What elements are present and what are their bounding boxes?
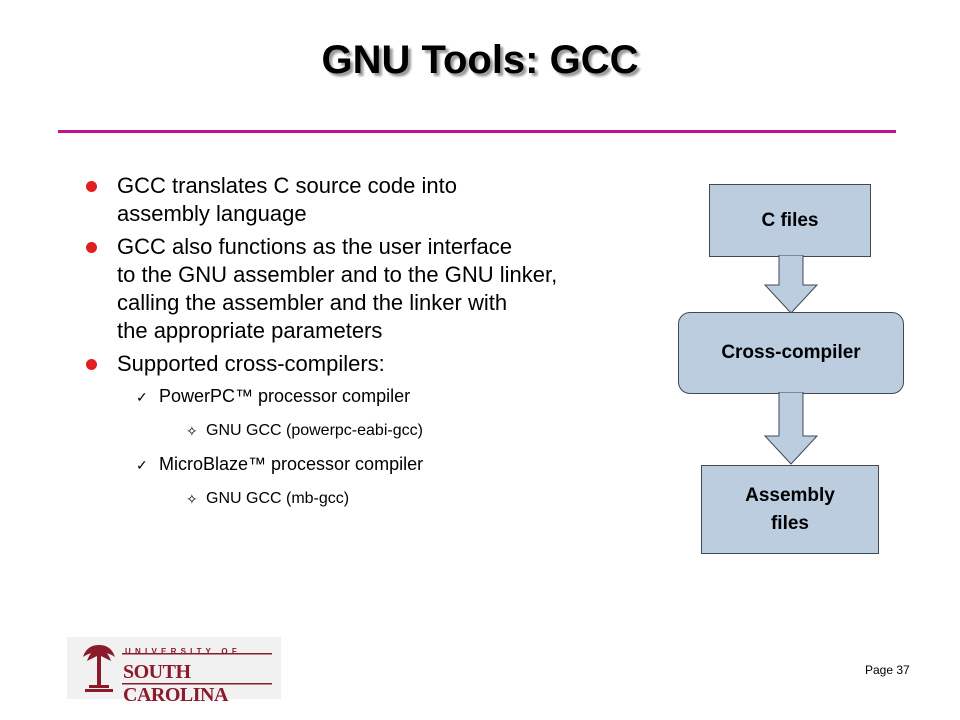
- c-files-box: C files: [709, 184, 871, 257]
- down-arrow-icon: [763, 255, 819, 314]
- checkmark-icon: ✓: [136, 457, 148, 473]
- sub-sub-bullet-text: GNU GCC (mb-gcc): [206, 490, 350, 507]
- sub-bullet-text: PowerPC™ processor compiler: [159, 386, 411, 406]
- palmetto-seal-icon: [83, 645, 272, 692]
- sub-bullet-item: ✓ PowerPC™ processor compiler: [86, 384, 686, 408]
- cross-compiler-box: Cross-compiler: [678, 312, 904, 394]
- sub-sub-bullet-item: ✧ GNU GCC (mb-gcc): [86, 488, 686, 510]
- bullet-item: GCC translates C source code into assemb…: [86, 172, 686, 228]
- bullet-text: GCC also functions as the user interface…: [117, 234, 558, 343]
- sub-sub-bullet-text: GNU GCC (powerpc-eabi-gcc): [206, 422, 423, 439]
- assembly-files-box: Assembly files: [701, 465, 879, 554]
- logo-line-2: SOUTH CAROLINA: [123, 661, 228, 706]
- bullet-dot-icon: [86, 242, 97, 253]
- bullet-list: GCC translates C source code into assemb…: [86, 172, 686, 520]
- star-bullet-icon: ✧: [186, 491, 198, 507]
- bullet-dot-icon: [86, 359, 97, 370]
- logo-line-1: U N I V E R S I T Y O F: [125, 647, 238, 656]
- bullet-item: Supported cross-compilers:: [86, 350, 686, 378]
- star-bullet-icon: ✧: [186, 423, 198, 439]
- checkmark-icon: ✓: [136, 389, 148, 405]
- page-number: Page 37: [865, 663, 910, 677]
- slide-title: GNU Tools: GCC: [321, 38, 639, 82]
- sub-sub-bullet-item: ✧ GNU GCC (powerpc-eabi-gcc): [86, 420, 686, 442]
- title-divider: [58, 130, 896, 133]
- sub-bullet-text: MicroBlaze™ processor compiler: [159, 454, 424, 474]
- bullet-item: GCC also functions as the user interface…: [86, 233, 686, 345]
- university-logo: U N I V E R S I T Y O F SOUTH CAROLINA: [67, 637, 281, 706]
- down-arrow-icon: [763, 392, 819, 465]
- bullet-dot-icon: [86, 181, 97, 192]
- bullet-text: Supported cross-compilers:: [117, 351, 385, 376]
- sub-bullet-item: ✓ MicroBlaze™ processor compiler: [86, 452, 686, 476]
- bullet-text: GCC translates C source code into assemb…: [117, 173, 457, 226]
